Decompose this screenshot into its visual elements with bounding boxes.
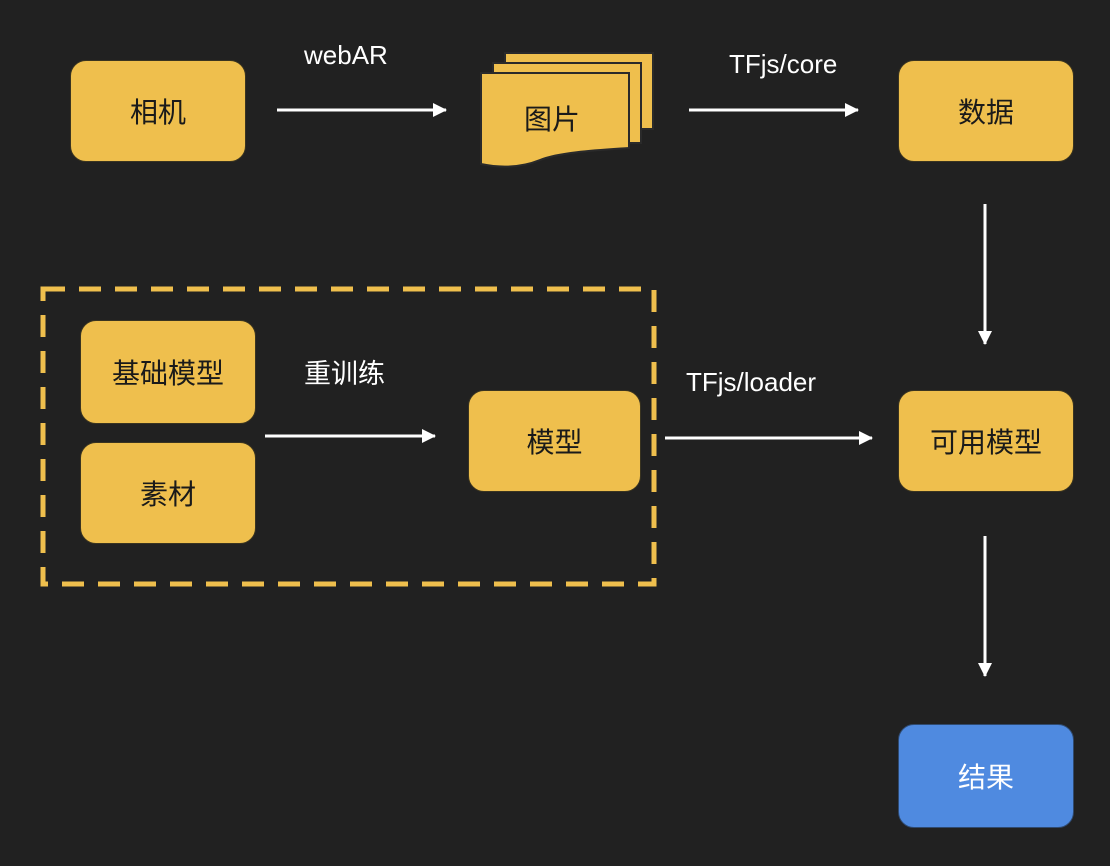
node-model: 模型 (468, 390, 641, 492)
node-image-label: 图片 (524, 103, 581, 136)
edge-label-webar: webAR (304, 40, 388, 70)
node-material-label: 素材 (139, 478, 196, 511)
retrain-group-boundary (40, 286, 657, 587)
node-data: 数据 (898, 60, 1074, 162)
node-result-label: 结果 (957, 761, 1014, 794)
edge-label-retrain: 重训练 (304, 359, 385, 390)
node-base-model: 基础模型 (80, 320, 256, 424)
image-document-stack (480, 52, 654, 168)
node-result: 结果 (898, 724, 1074, 828)
node-usable-model: 可用模型 (898, 390, 1074, 492)
node-camera-label: 相机 (129, 96, 186, 129)
edge-label-tfjs-core: TFjs/core (729, 49, 838, 79)
node-camera: 相机 (70, 60, 246, 162)
node-base-model-label: 基础模型 (111, 357, 224, 390)
node-material: 素材 (80, 442, 256, 544)
node-model-label: 模型 (526, 426, 583, 459)
node-data-label: 数据 (957, 96, 1014, 129)
edge-label-tfjs-loader: TFjs/loader (686, 367, 817, 397)
node-usable-model-label: 可用模型 (929, 426, 1042, 459)
